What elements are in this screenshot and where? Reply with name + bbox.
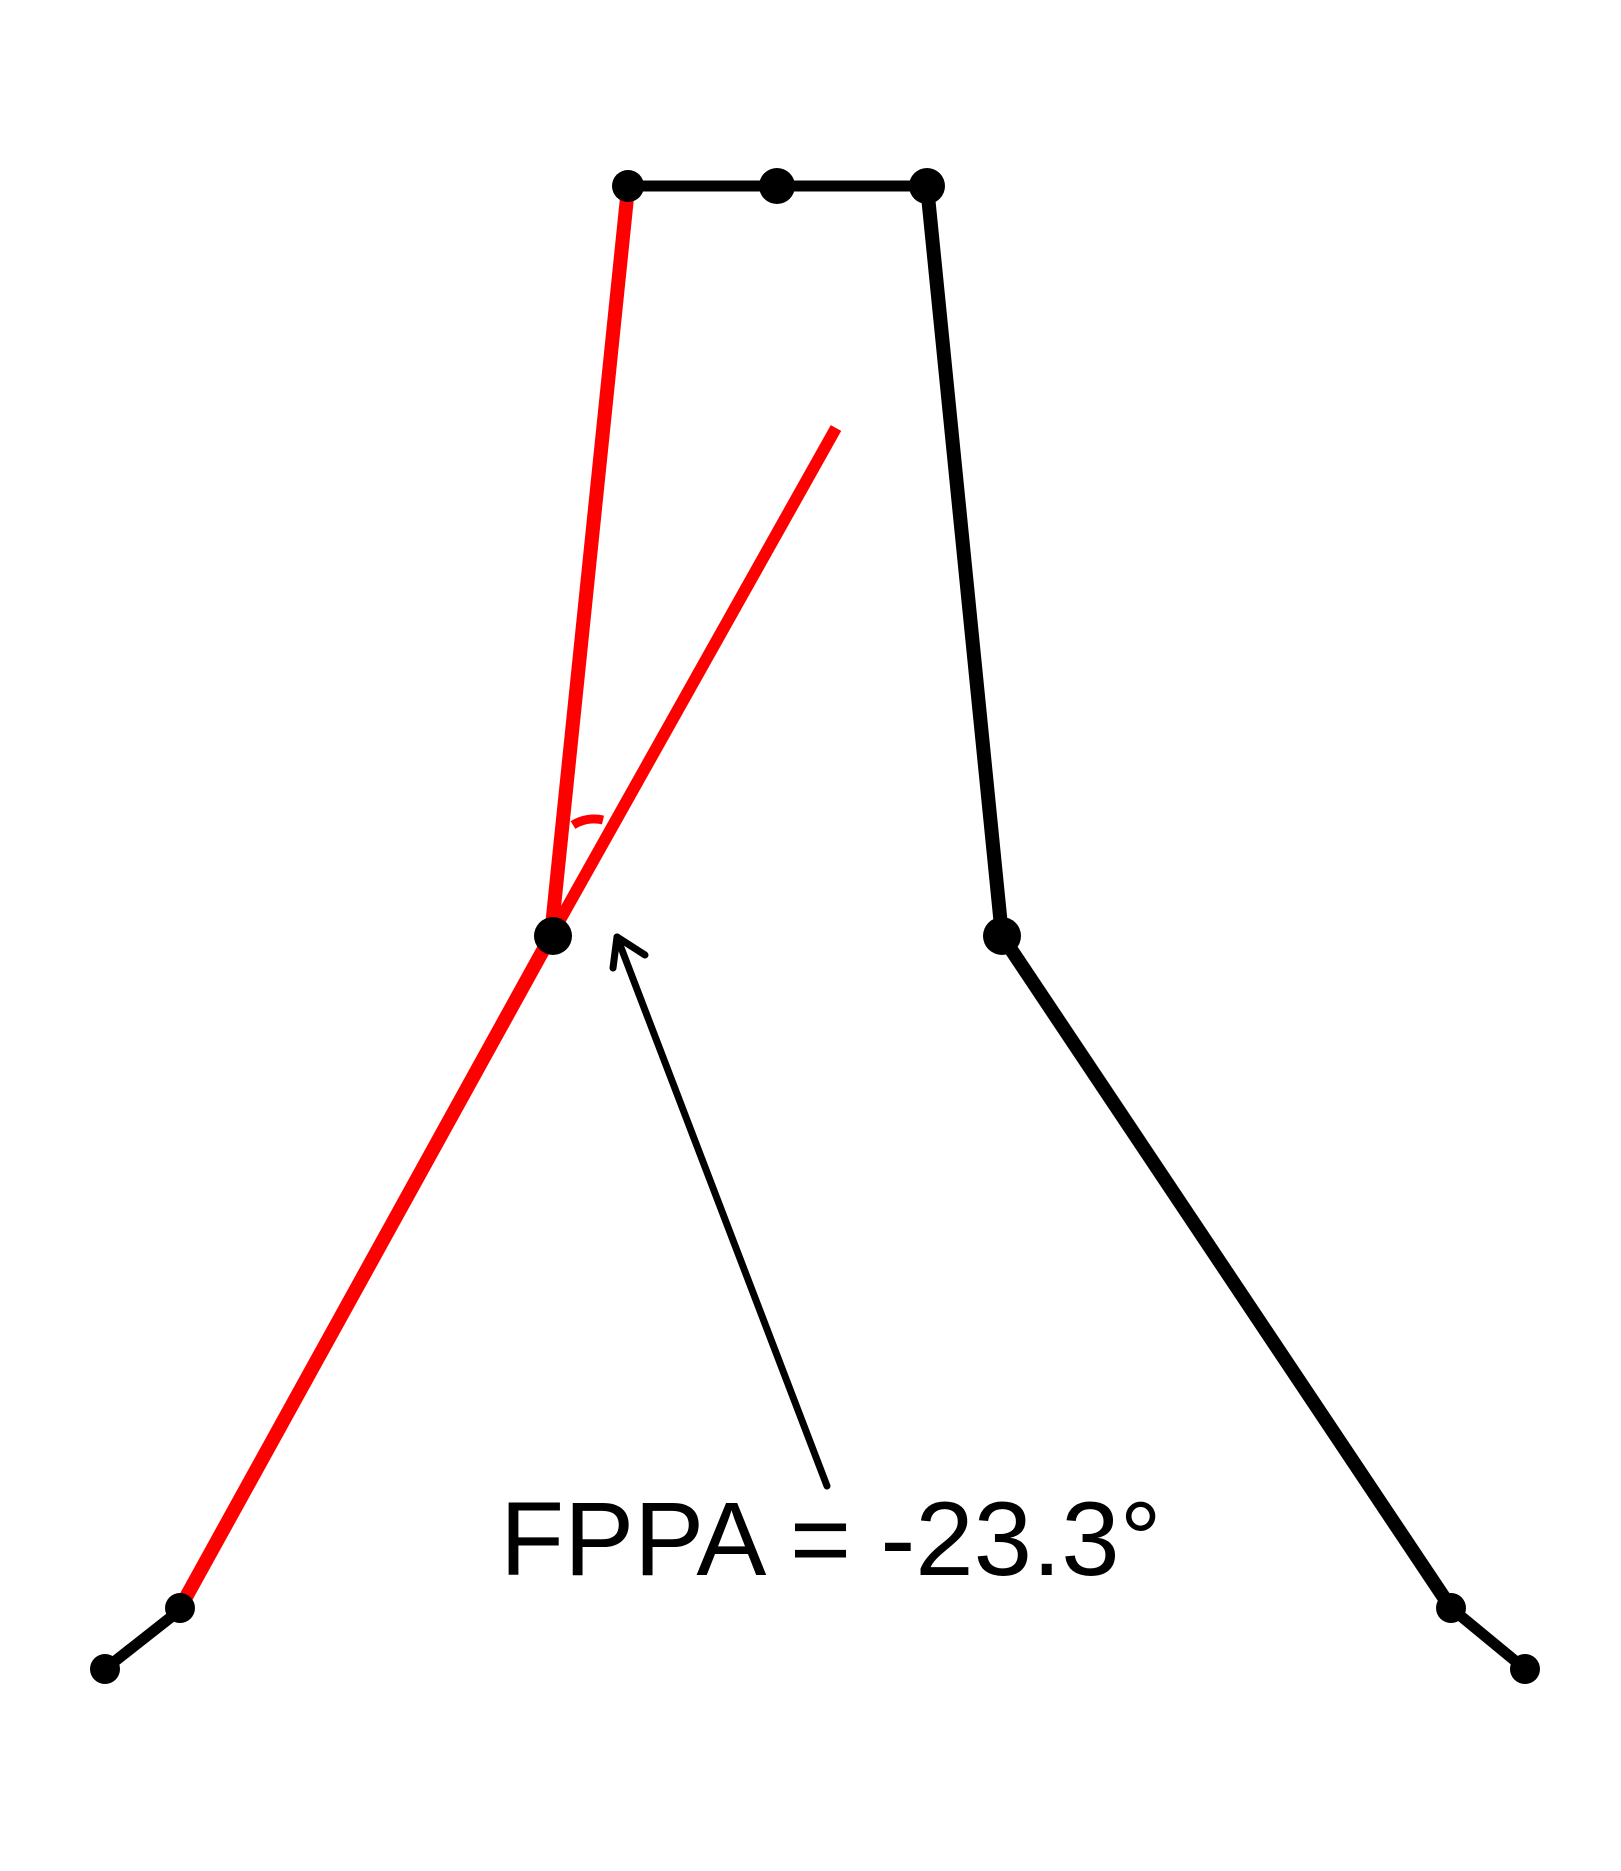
arc-icon (570, 814, 605, 829)
right-thigh-segment (920, 179, 1009, 943)
arrow-icon (613, 933, 831, 1490)
fppa-label: FPPA = -23.3° (500, 1481, 1162, 1598)
shank-projection-line (545, 425, 842, 939)
arrow-head (609, 933, 649, 972)
right-hip-joint (909, 168, 945, 204)
right-toe-joint (1510, 1654, 1540, 1684)
right-knee-joint (983, 917, 1021, 955)
left-shank-segment (173, 932, 558, 1612)
pelvis-center-joint (759, 168, 795, 204)
left-thigh-segment (544, 187, 635, 937)
right-ankle-joint (1436, 1593, 1466, 1623)
left-ankle-joint (165, 1593, 195, 1623)
right-foot-segment (1445, 1602, 1531, 1675)
left-toe-joint (90, 1654, 120, 1684)
left-foot-segment (99, 1604, 186, 1675)
left-knee-joint (534, 917, 572, 955)
right-shank-segment (995, 929, 1458, 1615)
left-hip-joint (612, 170, 644, 202)
